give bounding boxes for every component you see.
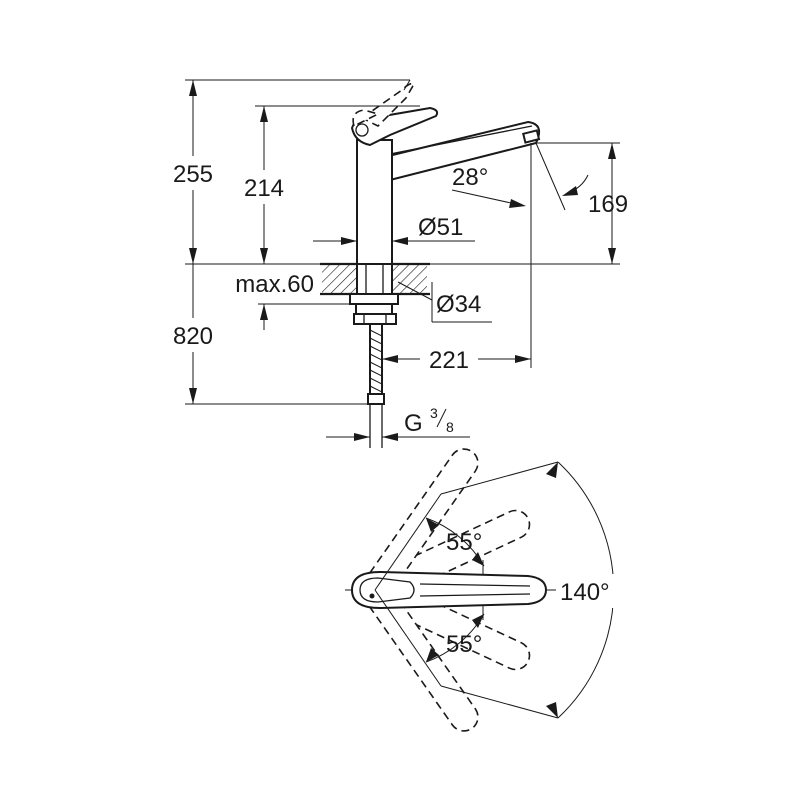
label-255: 255 [173, 161, 213, 188]
supply-hose [367, 323, 385, 448]
label-d51: Ø51 [418, 214, 463, 241]
label-55-deg-upper: 55° [446, 529, 482, 556]
dim-deck-thickness: max.60 [235, 248, 350, 330]
label-28-deg: 28° [452, 164, 488, 191]
dim-swivel-140: 140° [440, 461, 628, 719]
dim-hole-diameter: Ø34 [397, 281, 492, 323]
label-thread-den: 8 [446, 419, 454, 435]
label-140-deg: 140° [560, 579, 610, 606]
dim-base-diameter: Ø51 [313, 214, 475, 245]
faucet-body [350, 106, 541, 265]
label-169: 169 [588, 191, 628, 218]
lever-raised-outline [352, 82, 416, 128]
dim-spout-reach: 221 [382, 143, 532, 374]
label-max60: max.60 [235, 271, 314, 298]
top-view: 140° 55° 55° [345, 448, 628, 732]
label-thread-num: 3 [430, 405, 438, 421]
label-820: 820 [173, 323, 213, 350]
dim-total-height: 255 [160, 79, 411, 264]
dim-hose-length: 820 [160, 264, 370, 405]
lever-center-position [350, 570, 548, 610]
dim-spout-height: 169 [536, 142, 628, 264]
dim-connection-thread: G 3 8 [326, 405, 470, 441]
dim-spout-angle: 28° [451, 142, 589, 211]
mounting-shank [349, 263, 399, 325]
label-221: 221 [429, 347, 469, 374]
dim-lever-height: 214 [232, 105, 420, 264]
label-55-deg-lower: 55° [446, 631, 482, 658]
dim-lever-lower-55: 55° [374, 589, 485, 687]
label-thread-g: G [404, 410, 423, 437]
dim-lever-upper-55: 55° [374, 493, 485, 591]
label-214: 214 [244, 175, 284, 202]
label-d34: Ø34 [436, 291, 481, 318]
side-view: 255 214 169 28° [160, 79, 628, 448]
